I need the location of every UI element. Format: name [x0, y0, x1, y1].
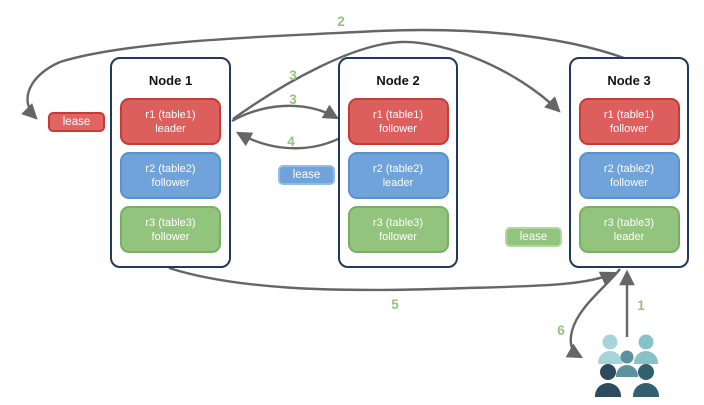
step-label-3-upper: 3: [289, 68, 297, 83]
replica-r2-node2: r2 (table2) leader: [347, 152, 449, 199]
lease-badge-table2: lease: [278, 165, 335, 185]
replica-name: r2 (table2): [603, 162, 655, 175]
replica-role: follower: [379, 230, 417, 243]
node-title: Node 1: [148, 73, 193, 88]
replica-r3-node1: r3 (table3) follower: [120, 206, 221, 253]
node-2: Node 2 r1 (table1) follower r2 (table2) …: [338, 57, 458, 268]
replica-r1-node1: r1 (table1) leader: [120, 98, 221, 145]
replica-name: r2 (table2): [145, 162, 196, 175]
lease-badge-table3: lease: [505, 227, 562, 247]
replica-role: follower: [610, 122, 648, 135]
replica-role: follower: [379, 122, 417, 135]
replica-name: r1 (table1): [372, 108, 424, 121]
replica-role: leader: [382, 176, 414, 189]
step-label-4: 4: [287, 134, 295, 149]
replica-role: leader: [155, 122, 186, 135]
replica-name: r2 (table2): [372, 162, 424, 175]
arrow-step-3-to-node2: [231, 104, 340, 123]
arrow-step-6: [565, 268, 621, 359]
replica-r1-node3: r1 (table1) follower: [578, 98, 680, 145]
lease-badge-table1: lease: [48, 112, 105, 132]
replica-r2-node1: r2 (table2) follower: [120, 152, 221, 199]
arrow-step-4: [235, 131, 347, 150]
replica-role: follower: [151, 176, 190, 189]
arrow-step-2: [21, 28, 625, 120]
step-label-6: 6: [557, 323, 565, 338]
replica-name: r3 (table3): [145, 216, 196, 229]
replica-name: r1 (table1): [603, 108, 655, 121]
person-icon: [616, 350, 638, 377]
users-group-icon: [595, 334, 659, 397]
replica-name: r3 (table3): [603, 216, 655, 229]
node-title: Node 3: [607, 73, 651, 88]
arrow-step-3-to-node3: [232, 40, 561, 120]
replica-r3-node3: r3 (table3) leader: [578, 206, 680, 253]
replica-r1-node2: r1 (table1) follower: [347, 98, 449, 145]
person-icon: [634, 334, 658, 364]
step-label-2: 2: [337, 14, 345, 29]
arrow-step-5: [168, 266, 617, 292]
replica-role: follower: [151, 230, 190, 243]
node-1: Node 1 r1 (table1) leader r2 (table2) fo…: [110, 57, 231, 268]
replica-role: follower: [610, 176, 648, 189]
step-label-3-lower: 3: [289, 92, 297, 107]
replica-r3-node2: r3 (table3) follower: [347, 206, 449, 253]
step-label-1: 1: [637, 298, 645, 313]
replica-name: r3 (table3): [372, 216, 424, 229]
person-icon: [595, 364, 621, 397]
node-3: Node 3 r1 (table1) follower r2 (table2) …: [569, 57, 689, 268]
person-icon: [633, 364, 659, 397]
replica-r2-node3: r2 (table2) follower: [578, 152, 680, 199]
replica-name: r1 (table1): [145, 108, 196, 121]
person-icon: [598, 334, 622, 364]
step-label-5: 5: [391, 297, 399, 312]
node-title: Node 2: [376, 73, 420, 88]
replica-role: leader: [613, 230, 645, 243]
